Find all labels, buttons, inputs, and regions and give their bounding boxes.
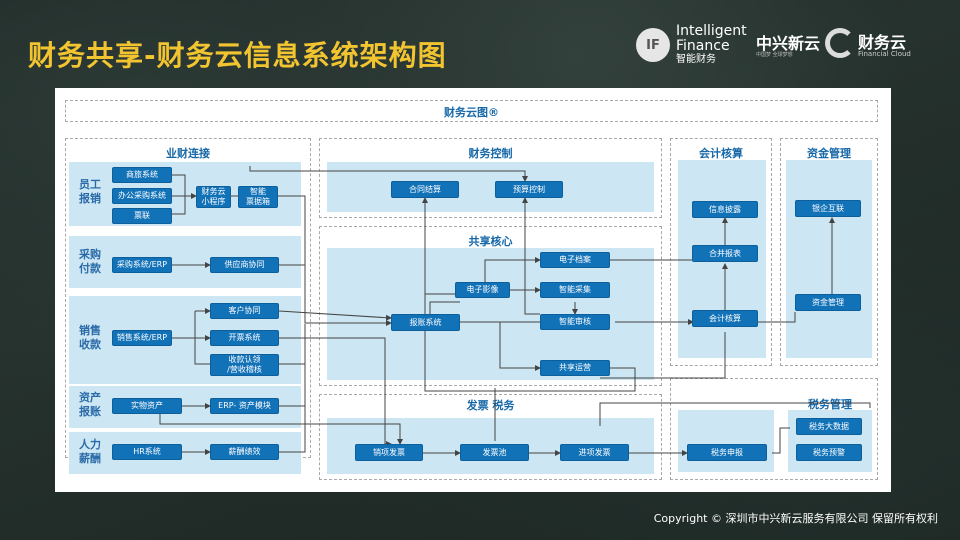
box-supplier[interactable]: 供应商协同 bbox=[210, 257, 279, 273]
box-erp-asset[interactable]: ERP- 资产模块 bbox=[210, 398, 279, 414]
row-label-assets: 资产 报账 bbox=[79, 391, 101, 418]
box-invoicing[interactable]: 开票系统 bbox=[210, 330, 279, 346]
box-e-archive[interactable]: 电子档案 bbox=[540, 252, 610, 268]
section-core-frame bbox=[319, 226, 662, 386]
box-invoice-pool[interactable]: 发票池 bbox=[460, 444, 529, 461]
box-acct-core[interactable]: 会计核算 bbox=[692, 310, 758, 327]
section-tax-mgmt-title: 税务管理 bbox=[808, 398, 852, 411]
zhongxing-xinyun-slogan: 中国梦 全球梦想 bbox=[756, 52, 793, 58]
architecture-diagram: 财务云图® 业财连接 财务控制 共享核心 发票 税务 会计核算 资金管理 税务管… bbox=[55, 88, 891, 492]
box-consolidated[interactable]: 合并报表 bbox=[692, 245, 758, 262]
row-label-purchase: 采购 付款 bbox=[79, 248, 101, 275]
financial-cloud-logo-icon bbox=[825, 28, 855, 58]
intelligent-finance-text-2: Finance bbox=[676, 38, 730, 54]
funds-fill bbox=[786, 160, 872, 358]
control-fill bbox=[327, 162, 654, 212]
top-title: 财务云图® bbox=[444, 106, 499, 119]
intelligent-finance-text-1: Intelligent bbox=[676, 23, 747, 39]
financial-cloud-logo: 财务云 bbox=[858, 33, 907, 52]
section-funds-title: 资金管理 bbox=[807, 147, 851, 160]
intelligent-finance-text-3: 智能财务 bbox=[676, 54, 716, 65]
box-travel[interactable]: 商旅系统 bbox=[112, 167, 172, 183]
box-physical-asset[interactable]: 实物资产 bbox=[112, 398, 182, 414]
box-payroll[interactable]: 薪酬绩效 bbox=[210, 444, 279, 460]
section-tax-mgmt-frame bbox=[670, 378, 878, 480]
section-tax-invoice-title: 发票 税务 bbox=[466, 399, 515, 412]
box-input-invoice[interactable]: 进项发票 bbox=[560, 444, 629, 461]
box-procurement-erp[interactable]: 采购系统/ERP bbox=[112, 257, 172, 273]
intelligent-finance-logo-icon: IF bbox=[636, 28, 670, 62]
tax-declare-fill bbox=[678, 410, 774, 472]
row-label-sales: 销售 收款 bbox=[79, 324, 101, 351]
box-shared-ops[interactable]: 共享运营 bbox=[540, 360, 610, 376]
section-accounting-frame bbox=[670, 138, 772, 366]
financial-cloud-subtitle: Financial Cloud bbox=[858, 50, 911, 58]
box-hr-system[interactable]: HR系统 bbox=[112, 444, 182, 460]
box-ticket[interactable]: 票联 bbox=[112, 208, 172, 224]
box-sales-invoice[interactable]: 销项发票 bbox=[355, 444, 423, 461]
section-yecai-title: 业财连接 bbox=[166, 147, 210, 160]
logo-group: IF Intelligent Finance 智能财务 中兴新云 中国梦 全球梦… bbox=[636, 23, 936, 65]
box-office-purchase[interactable]: 办公采购系统 bbox=[112, 188, 172, 204]
box-receipt[interactable]: 收款认领 /营收稽核 bbox=[210, 354, 279, 376]
box-reimburse[interactable]: 报账系统 bbox=[391, 314, 460, 331]
box-smart-collect[interactable]: 智能采集 bbox=[540, 282, 610, 298]
box-bank-link[interactable]: 银企互联 bbox=[795, 200, 861, 217]
section-tax-invoice-frame bbox=[319, 394, 662, 480]
box-tax-declare[interactable]: 税务申报 bbox=[687, 444, 767, 461]
section-core-title: 共享核心 bbox=[468, 235, 513, 248]
box-budget[interactable]: 预算控制 bbox=[495, 181, 563, 198]
page-title: 财务共享-财务云信息系统架构图 bbox=[28, 39, 447, 72]
box-tax-bigdata[interactable]: 税务大数据 bbox=[796, 418, 862, 435]
connector-lines bbox=[159, 166, 871, 456]
section-funds-frame bbox=[780, 138, 878, 366]
box-e-image[interactable]: 电子影像 bbox=[455, 282, 510, 298]
section-control-title: 财务控制 bbox=[468, 147, 513, 160]
row-label-staff: 员工 报销 bbox=[79, 178, 101, 205]
box-tax-alert[interactable]: 税务预警 bbox=[796, 444, 862, 461]
box-contract[interactable]: 合同结算 bbox=[391, 181, 459, 198]
box-smart-bill[interactable]: 智能 票据箱 bbox=[238, 186, 278, 208]
section-accounting-title: 会计核算 bbox=[699, 147, 743, 160]
box-sales-erp[interactable]: 销售系统/ERP bbox=[112, 330, 172, 346]
zhongxing-xinyun-logo: 中兴新云 bbox=[756, 34, 821, 53]
top-title-frame bbox=[65, 100, 878, 122]
box-smart-audit[interactable]: 智能审核 bbox=[540, 314, 610, 330]
box-fund-mgmt[interactable]: 资金管理 bbox=[795, 294, 861, 311]
section-control-frame bbox=[319, 138, 662, 218]
box-miniapp[interactable]: 财务云 小程序 bbox=[196, 186, 231, 208]
copyright-text: Copyright © 深圳市中兴新云服务有限公司 保留所有权利 bbox=[653, 512, 938, 525]
box-info-disclosure[interactable]: 信息披露 bbox=[692, 201, 758, 218]
row-label-hr: 人力 薪酬 bbox=[79, 438, 101, 465]
box-customer[interactable]: 客户协同 bbox=[210, 303, 279, 319]
